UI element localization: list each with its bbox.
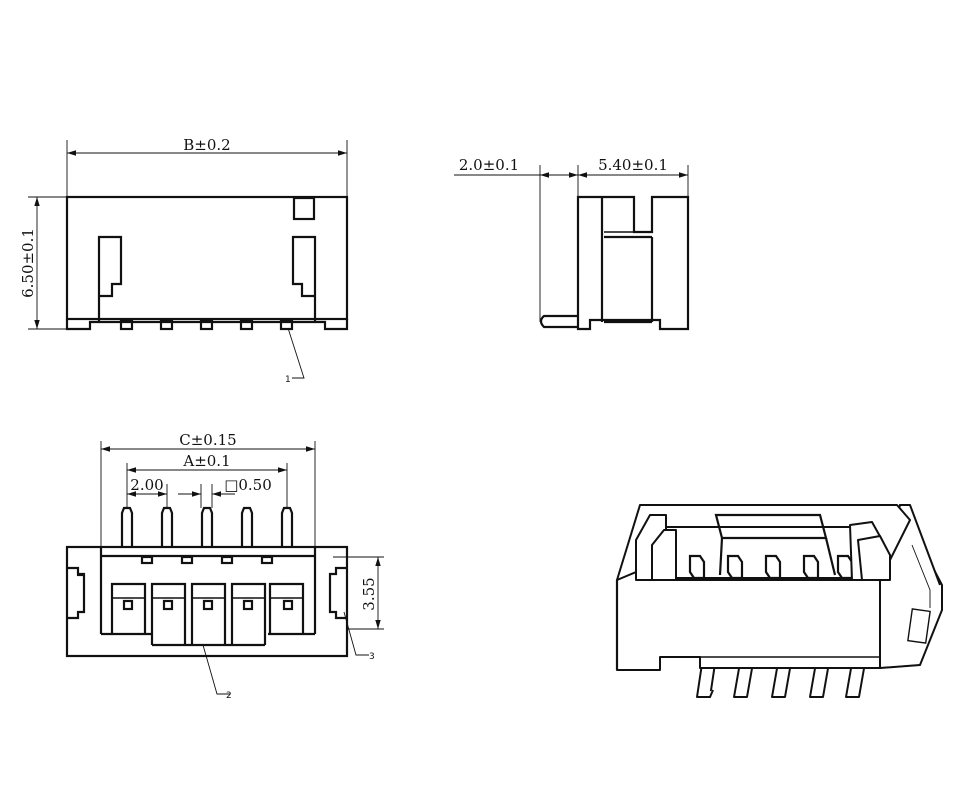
contact-cavity [268,582,305,634]
dim-pin-span-label: A±0.1 [182,452,230,470]
housing-bottom-outline [65,545,349,658]
contact-square [242,599,254,611]
pin [159,319,174,331]
iso-edge [718,537,724,576]
right-slot [291,235,317,322]
contact-cavity [190,582,227,645]
iso-contact [802,554,820,580]
pin-top [240,506,254,547]
nub [220,555,234,565]
dim-depth-label: 5.40±0.1 [598,156,668,174]
pin-top [280,506,294,547]
callout-2-label: 2 [226,691,232,701]
pin [119,319,134,331]
pin-top [120,506,134,547]
callout-leader-3 [343,611,369,656]
dim-height-label: 6.50±0.1 [19,228,37,298]
side-view: 2.0±0.1 5.40±0.1 [454,156,690,331]
pin [199,319,214,331]
iso-front-face [616,571,881,671]
isometric-view [615,504,943,698]
iso-left-post-inner [651,529,677,581]
dim-overall-label: C±0.15 [179,431,236,449]
right-latch [328,566,347,620]
dim-width-label: B±0.2 [183,136,230,154]
iso-side-detail [911,544,931,608]
callout-leader-1 [287,327,305,379]
pin [279,319,294,331]
iso-contact [764,554,782,580]
pin-top [200,506,214,547]
iso-base-line [879,664,921,669]
contact-square [122,599,134,611]
pin [239,319,254,331]
contact-square [162,599,174,611]
latch-window [292,196,316,221]
contact-square [282,599,294,611]
contact-cavity [230,582,267,645]
callout-leader-2 [202,644,230,695]
pin-top [160,506,174,547]
dim-pin-size-label: □0.50 [224,476,272,494]
iso-contact [726,554,744,580]
nub [140,555,154,565]
iso-pin-tip [697,689,714,698]
contact-square [202,599,214,611]
dim-height-label: 3.55 [360,577,378,610]
front-view: B±0.2 6.50±0.1 1 [19,136,349,385]
dim-offset-label: 2.0±0.1 [459,156,519,174]
iso-contact [688,554,706,580]
dim-pitch-label: 2.00 [130,476,163,494]
callout-1-label: 1 [285,375,291,385]
nub [260,555,274,565]
iso-latch-window [907,608,931,644]
nub [180,555,194,565]
housing-outline [65,195,349,321]
bottom-view: C±0.15 A±0.1 2.00 □0.50 3.55 [65,431,384,701]
contact-cavity [150,582,187,645]
left-slot [97,235,123,322]
left-latch [67,566,86,620]
contact-cavity [110,582,147,634]
iso-edge [824,537,837,576]
callout-3-label: 3 [369,652,375,662]
iso-right-post-inner [857,535,891,581]
side-pin [539,314,578,329]
housing-side-outline [576,195,690,331]
